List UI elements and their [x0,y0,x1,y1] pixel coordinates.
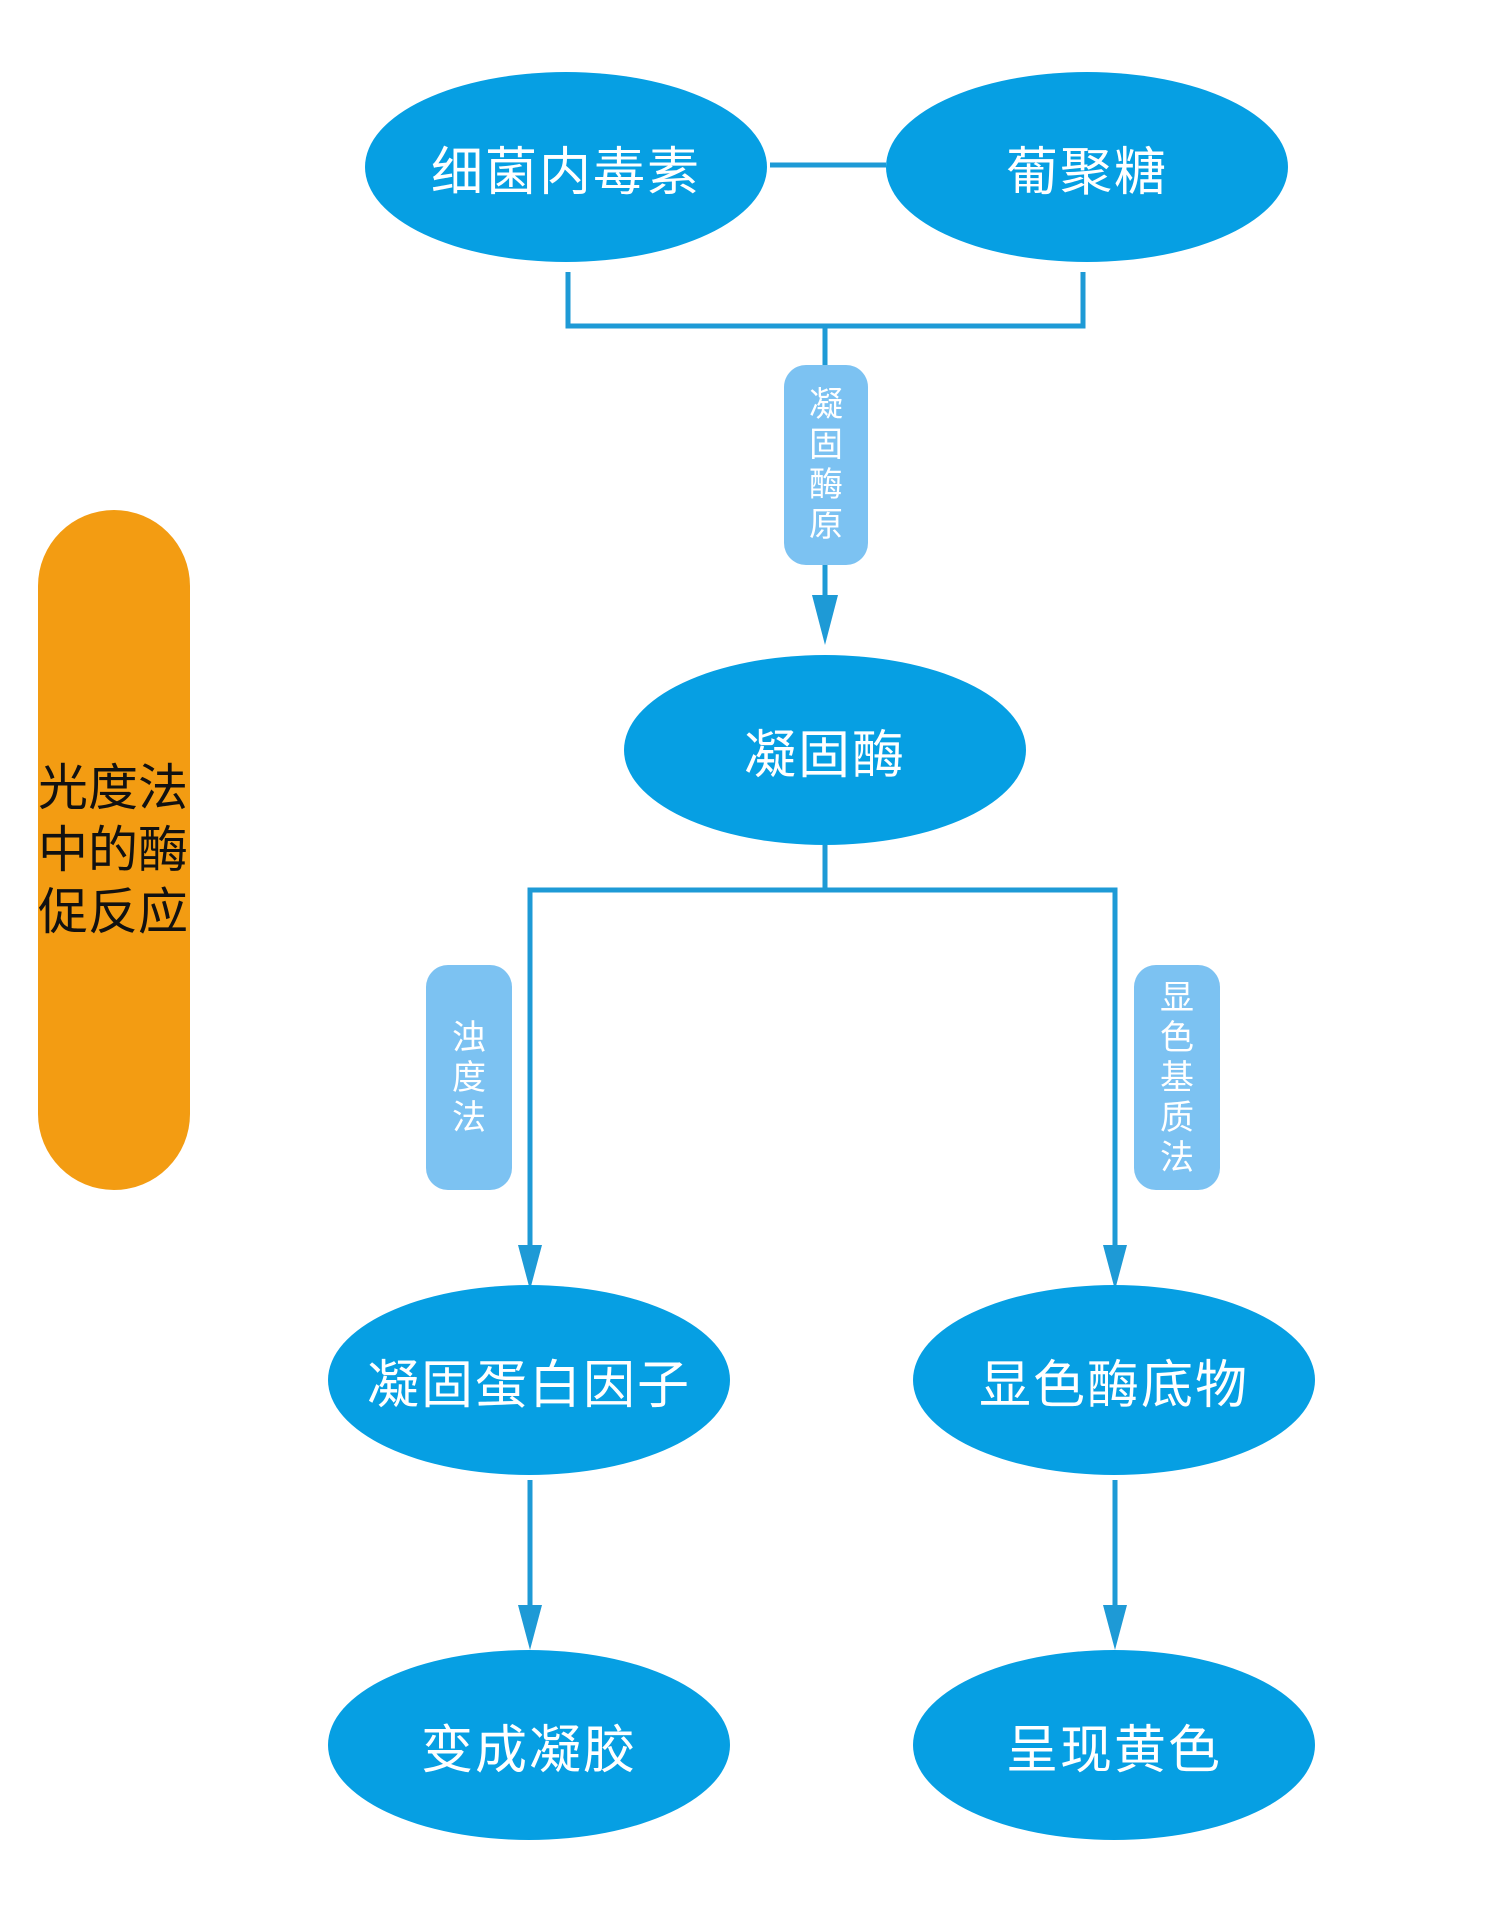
node-endotoxin: 细菌内毒素 [365,72,767,262]
diagram-title: 光度法中的酶促反应 [38,759,188,941]
label-proenzyme: 凝固酶原 [784,365,868,565]
label-proenzyme-text: 凝固酶原 [809,385,843,545]
arrow-to-substrate [1103,1245,1127,1290]
node-clotting-enzyme-label: 凝固酶 [743,725,906,786]
node-chromogenic-substrate: 显色酶底物 [913,1285,1315,1475]
label-chromogenic: 显色基质法 [1134,965,1220,1190]
diagram-title-pill: 光度法中的酶促反应 [38,510,190,1190]
node-glucan: 葡聚糖 [886,72,1288,262]
node-gel: 变成凝胶 [328,1650,730,1840]
node-coagulogen: 凝固蛋白因子 [328,1285,730,1475]
node-yellow-label: 呈现黄色 [1005,1720,1222,1781]
arrow-to-coagulogen [518,1245,542,1290]
arrow-to-yellow [1103,1605,1127,1650]
arrow-to-clotting-enzyme [812,595,838,645]
node-gel-label: 变成凝胶 [420,1720,637,1781]
merge-bracket [565,272,1086,329]
node-chromogenic-substrate-label: 显色酶底物 [978,1355,1249,1416]
node-glucan-label: 葡聚糖 [1005,142,1168,203]
node-endotoxin-label: 细菌内毒素 [430,142,701,203]
node-clotting-enzyme: 凝固酶 [624,655,1026,845]
label-turbidimetric: 浊度法 [426,965,512,1190]
split-bracket [527,887,1118,1010]
label-chromogenic-text: 显色基质法 [1160,977,1194,1178]
arrow-to-gel [518,1605,542,1650]
node-coagulogen-label: 凝固蛋白因子 [366,1355,691,1416]
node-yellow: 呈现黄色 [913,1650,1315,1840]
label-turbidimetric-text: 浊度法 [452,1017,486,1138]
